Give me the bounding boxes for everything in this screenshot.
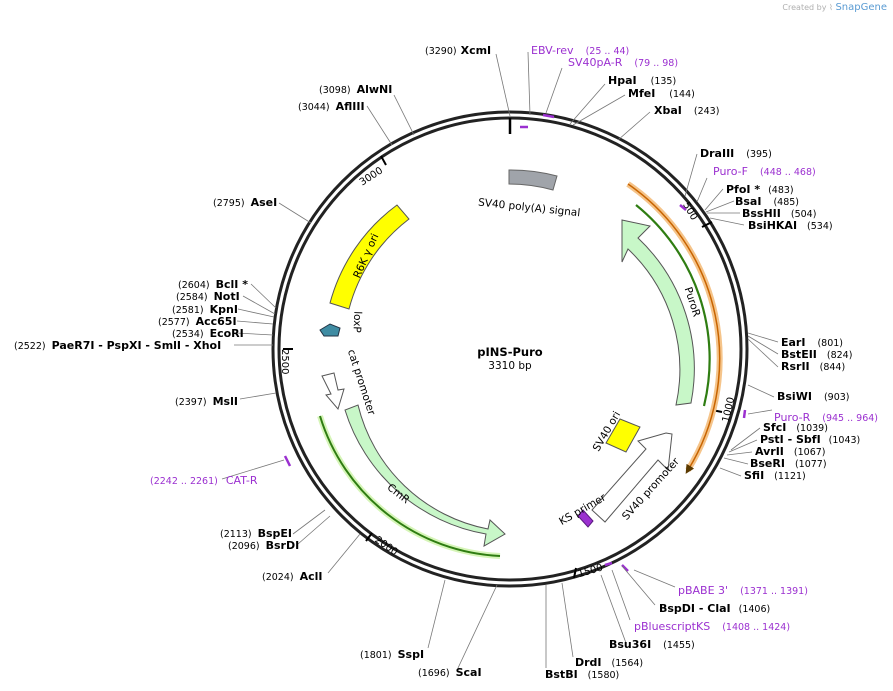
primer-marks	[283, 113, 747, 572]
site-mfei: MfeI(144)	[628, 87, 695, 100]
site-bspei: (2113)BspEI	[220, 527, 292, 540]
primer-puro-f: Puro-F(448 .. 468)	[713, 165, 816, 178]
feature-r6k-ori[interactable]	[329, 204, 410, 310]
site-alwni: (3098)AlwNI	[319, 83, 392, 96]
site-scai: (1696)ScaI	[418, 666, 482, 679]
site-sspi: (1801)SspI	[360, 648, 424, 661]
site-bspdi-clai: BspDI - ClaI(1406)	[659, 602, 770, 615]
site-leaders	[221, 51, 779, 669]
primer-pbabe-3: pBABE 3'(1371 .. 1391)	[678, 584, 808, 597]
feature-sv40-polya[interactable]	[508, 169, 558, 191]
site-acc65i: (2577)Acc65I	[158, 315, 237, 328]
site-bsrdi: (2096)BsrDI	[228, 539, 299, 552]
site-bseri: BseRI(1077)	[750, 457, 827, 470]
site-psti-sbfi: PstI - SbfI(1043)	[760, 433, 860, 446]
credit-text: Created by	[782, 3, 827, 12]
site-labels: (3290)XcmI HpaI(135) MfeI(144) XbaI(243)…	[14, 44, 860, 681]
primer-ebv-rev: EBV-rev(25 .. 44)	[531, 44, 629, 57]
site-xbai: XbaI(243)	[654, 104, 719, 117]
site-bcli: (2604)BclI *	[178, 278, 248, 291]
site-bstbi: BstBI(1580)	[545, 668, 619, 681]
site-sfci: SfcI(1039)	[763, 421, 828, 434]
cmr-orf-line	[319, 415, 501, 557]
site-pfoi: PfoI *(483)	[726, 183, 794, 196]
primer-cat-r: (2242 .. 2261)CAT-R	[150, 474, 258, 487]
site-bsshii: BssHII(504)	[742, 207, 816, 220]
primer-labels: EBV-rev(25 .. 44) SV40pA-R(79 .. 98) Pur…	[150, 44, 878, 633]
puro-primer-line	[627, 183, 721, 474]
feature-sv40-promoter[interactable]	[591, 432, 673, 523]
plasmid-name: pINS-Puro	[477, 345, 542, 359]
tick-label-2500: 2500	[279, 349, 290, 374]
feature-ks-primer[interactable]	[577, 509, 594, 528]
feature-sv40-ori[interactable]	[605, 418, 641, 453]
primer-sv40pa-r: SV40pA-R(79 .. 98)	[568, 56, 678, 69]
credit-brand: SnapGene	[835, 2, 887, 13]
site-bsu36i: Bsu36I(1455)	[609, 638, 695, 651]
cat-primer-band	[317, 415, 501, 559]
site-rsrii: RsrII(844)	[781, 360, 845, 373]
site-bsteii: BstEII(824)	[781, 348, 852, 361]
site-asei: (2795)AseI	[213, 196, 277, 209]
snapgene-logo-icon: ⌇	[828, 3, 833, 12]
tick-label-3000: 3000	[358, 165, 385, 188]
tick-label-1500: 1500	[577, 562, 605, 580]
site-paer7i-xhoi: (2522)PaeR7I - PspXI - SmlI - XhoI	[14, 339, 221, 352]
site-eari: EarI(801)	[781, 336, 843, 349]
snapgene-credit: Created by ⌇ SnapGene	[782, 2, 887, 13]
feature-label-cmr: CmR	[385, 482, 412, 507]
feature-label-loxp: loxP	[351, 311, 364, 333]
site-hpai: HpaI(135)	[608, 74, 676, 87]
primer-pbluescriptks: pBluescriptKS(1408 .. 1424)	[634, 620, 790, 633]
feature-loxp[interactable]	[319, 323, 341, 337]
site-avrii: AvrII(1067)	[755, 445, 826, 458]
site-bsiwi: BsiWI(903)	[777, 390, 849, 403]
site-acli: (2024)AclI	[262, 570, 323, 583]
site-xcmi: (3290)XcmI	[425, 44, 491, 57]
plasmid-length: 3310 bp	[488, 360, 532, 372]
feature-puror[interactable]	[621, 219, 695, 406]
site-drdi: DrdI(1564)	[575, 656, 643, 669]
puror-orf-line	[635, 204, 711, 407]
site-ecori: (2534)EcoRI	[172, 327, 244, 340]
primer-puro-r: Puro-R(945 .. 964)	[774, 411, 878, 424]
site-kpni: (2581)KpnI	[172, 303, 238, 316]
site-bsai: BsaI(485)	[735, 195, 799, 208]
tick-label-1000: 1000	[721, 396, 737, 423]
site-noti: (2584)NotI	[176, 290, 240, 303]
feature-cat-promoter[interactable]	[321, 372, 345, 411]
feature-label-cat-promoter: cat promoter	[345, 348, 378, 417]
feature-label-sv40-polya: SV40 poly(A) signal	[478, 197, 581, 220]
feature-cmr[interactable]	[344, 404, 506, 547]
site-afliii: (3044)AflIII	[298, 100, 365, 113]
site-draiii: DraIII(395)	[700, 147, 772, 160]
site-msli: (2397)MslI	[175, 395, 238, 408]
tick-label-2000: 2000	[372, 535, 399, 559]
backbone-outer	[271, 110, 749, 588]
site-sfii: SfiI(1121)	[744, 469, 806, 482]
site-bsihkai: BsiHKAI(534)	[748, 219, 833, 232]
